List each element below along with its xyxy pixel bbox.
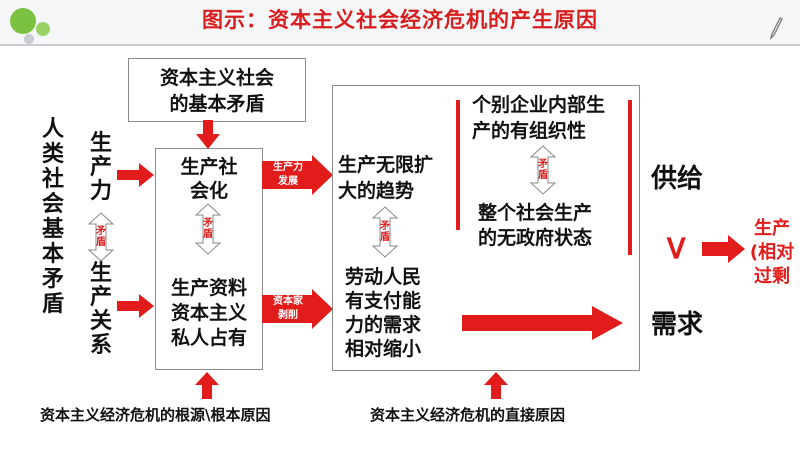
arrow-to-demand <box>462 306 623 340</box>
human-society-basic-conflict-label: 人类社会基本矛盾 <box>41 117 64 317</box>
basic-conflict-line2: 的基本矛盾 <box>169 93 265 115</box>
basic-conflict-box <box>128 58 306 122</box>
basic-conflict-line1: 资本主义社会 <box>159 67 274 89</box>
root-cause-label: 资本主义经济危机的根源\根本原因 <box>40 406 271 424</box>
organized-line2: 产的有组织性 <box>472 120 587 142</box>
result-line3: 过剩 <box>754 266 790 287</box>
demand-label: 需求 <box>651 310 704 340</box>
expansion-line2: 大的趋势 <box>338 180 415 202</box>
result-line2: (相对 <box>749 242 795 263</box>
supply-label: 供给 <box>651 164 704 194</box>
demand-shrink-line1: 劳动人民 <box>345 266 422 288</box>
conflict-label-inner: 矛盾 <box>538 159 548 181</box>
conflict-label-left: 矛盾 <box>96 226 106 248</box>
exploitation-tag-line1: 资本家 <box>273 296 303 307</box>
decor-dot-green-large <box>10 8 36 34</box>
arrow-down-basic <box>196 120 220 149</box>
conflict-label-center: 矛盾 <box>203 218 213 240</box>
conflict-double-arrow-right <box>371 206 399 258</box>
private-ownership-line1: 生产资料 <box>170 277 247 299</box>
inner-red-line-right <box>628 100 632 255</box>
arrow-up-direct <box>484 372 508 399</box>
expansion-line1: 生产无限扩 <box>338 154 434 176</box>
anarchy-line2: 的无政府状态 <box>478 227 593 249</box>
conflict-double-arrow-center <box>194 203 222 255</box>
conflict-double-arrow-inner <box>529 145 557 195</box>
central-box <box>155 148 263 370</box>
productivity-label: 生产力 <box>89 131 112 204</box>
pencil-icon <box>769 17 783 40</box>
arrow-productivity <box>117 163 154 187</box>
decor-dot-gray <box>24 34 34 44</box>
demand-shrink-line3: 力的需求 <box>345 314 422 336</box>
arrow-to-result <box>702 235 745 263</box>
development-tag-line2: 发展 <box>278 176 298 187</box>
relations-label: 生产关系 <box>89 261 112 358</box>
arrow-development <box>262 155 333 195</box>
socialization-line2: 会化 <box>189 180 228 202</box>
private-ownership-line3: 私人占有 <box>170 327 247 349</box>
exploitation-tag-line2: 剥削 <box>278 310 298 321</box>
inner-red-line-left <box>456 100 460 230</box>
arrow-exploitation <box>262 289 333 329</box>
organized-line1: 个别企业内部生 <box>472 94 606 116</box>
private-ownership-line2: 资本主义 <box>170 302 247 324</box>
arrow-relations <box>117 294 154 318</box>
demand-shrink-line2: 有支付能 <box>345 290 422 312</box>
arrow-up-root <box>195 372 219 399</box>
conflict-label-right: 矛盾 <box>380 221 390 243</box>
socialization-line1: 生产社 <box>180 156 238 178</box>
greater-than-sign: > <box>656 233 697 263</box>
anarchy-line1: 整个社会生产 <box>478 202 593 224</box>
development-tag-line1: 生产力 <box>273 162 303 173</box>
direct-cause-label: 资本主义经济危机的直接原因 <box>370 406 566 424</box>
result-line1: 生产 <box>754 218 790 239</box>
decor-dot-green-small <box>36 22 50 36</box>
page-title: 图示：资本主义社会经济危机的产生原因 <box>202 8 598 32</box>
title-bar <box>0 0 800 46</box>
demand-shrink-line4: 相对缩小 <box>345 338 422 360</box>
conflict-double-arrow-left <box>87 212 115 262</box>
